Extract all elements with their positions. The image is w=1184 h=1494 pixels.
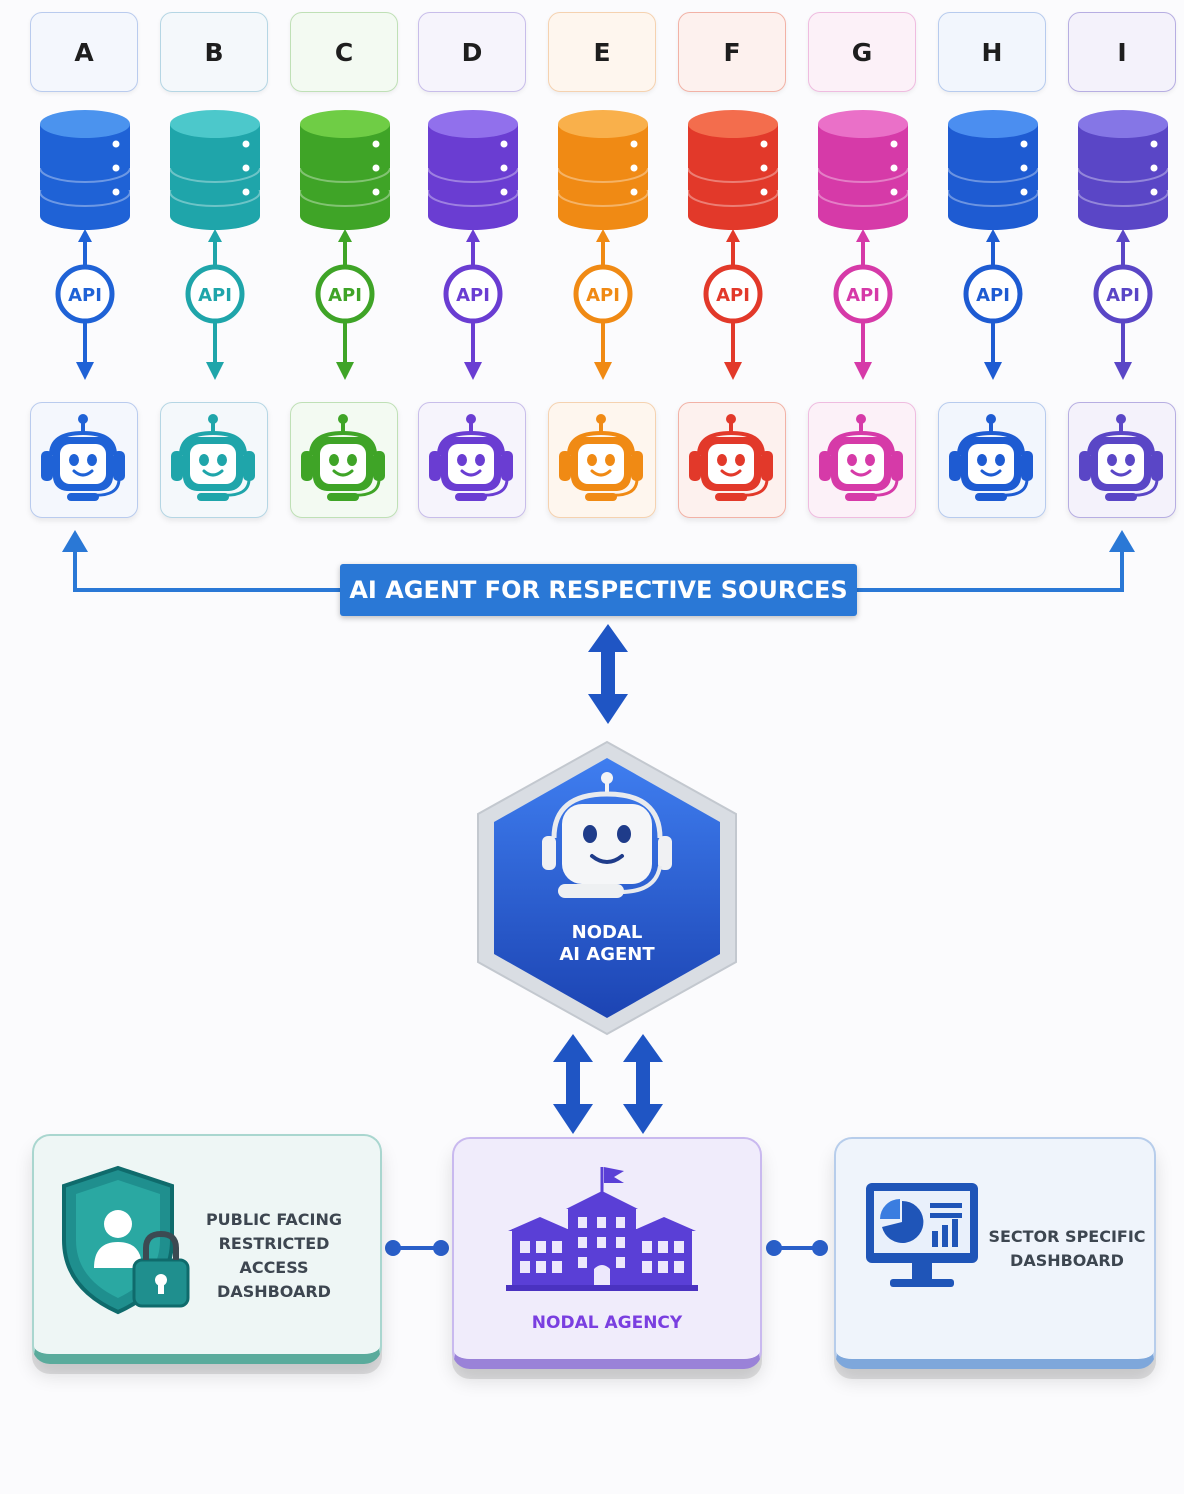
api-badge-icon: API [963,264,1023,324]
monitor-chart-icon [866,1183,978,1287]
api-label: API [976,285,1010,306]
database-api-stack: API [947,110,1039,380]
source-label-a: A [30,12,138,92]
source-column: D API [408,0,538,540]
database-api-stack: API [169,110,261,380]
source-agent-card-a [30,402,138,518]
source-column: G API [798,0,928,540]
robot-headset-icon [542,772,672,898]
database-icon [557,110,649,230]
api-label: API [1106,285,1140,306]
api-label: API [846,285,880,306]
api-badge-icon: API [315,264,375,324]
api-label: API [68,285,102,306]
nodal-ai-agent-line1: NODAL [571,922,643,943]
nodal-agency-label: NODAL AGENCY [531,1313,683,1333]
api-label: API [456,285,490,306]
public-restricted-dashboard-card: PUBLIC FACING RESTRICTED ACCESS DASHBOAR… [32,1134,382,1364]
robot-icon [949,414,1033,501]
database-icon [687,110,779,230]
database-icon [817,110,909,230]
database-api-stack: API [39,110,131,380]
source-agent-card-h [938,402,1046,518]
sector-dashboard-line2: DASHBOARD [1010,1251,1124,1270]
respective-sources-banner: AI AGENT FOR RESPECTIVE SOURCES [340,564,857,616]
public-dashboard-line1: PUBLIC FACING [205,1210,343,1229]
sector-dashboard-card: SECTOR SPECIFIC DASHBOARD [834,1137,1156,1369]
robot-icon [689,414,773,501]
source-label-g: G [808,12,916,92]
robot-icon [171,414,255,501]
source-agent-card-f [678,402,786,518]
source-column: F API [668,0,798,540]
source-column: B API [150,0,280,540]
database-api-stack: API [817,110,909,380]
source-agent-card-e [548,402,656,518]
source-column: A API [20,0,150,540]
robot-icon [41,414,125,501]
source-label-h: H [938,12,1046,92]
database-icon [427,110,519,230]
robot-icon [559,414,643,501]
source-label-e: E [548,12,656,92]
api-badge-icon: API [703,264,763,324]
database-icon [39,110,131,230]
source-label-d: D [418,12,526,92]
right-card-connector [766,1240,828,1256]
source-column: C API [280,0,410,540]
source-label-i: I [1068,12,1176,92]
public-dashboard-line2: RESTRICTED ACCESS [218,1234,330,1277]
nodal-ai-agent-label: NODAL AI AGENT [470,922,744,966]
source-agent-card-c [290,402,398,518]
source-label-c: C [290,12,398,92]
source-label-f: F [678,12,786,92]
robot-icon [301,414,385,501]
hub-to-agency-double-arrow-right [623,1034,663,1134]
public-dashboard-line3: DASHBOARD [217,1282,331,1301]
api-badge-icon: API [55,264,115,324]
source-agent-card-d [418,402,526,518]
sector-dashboard-line1: SECTOR SPECIFIC [988,1227,1146,1246]
database-api-stack: API [427,110,519,380]
source-agent-card-b [160,402,268,518]
source-column: H API [928,0,1058,540]
api-badge-icon: API [1093,264,1153,324]
banner-connector-right [857,540,1124,592]
hub-to-agency-double-arrow-left [553,1034,593,1134]
database-icon [1077,110,1169,230]
source-agent-card-i [1068,402,1176,518]
api-badge-icon: API [443,264,503,324]
api-badge-icon: API [833,264,893,324]
database-api-stack: API [557,110,649,380]
database-icon [947,110,1039,230]
api-label: API [328,285,362,306]
banner-connector-left [73,540,340,592]
api-label: API [198,285,232,306]
source-column: I API [1058,0,1184,540]
nodal-ai-agent-hub: NODAL AI AGENT [470,738,744,1038]
database-icon [169,110,261,230]
api-badge-icon: API [185,264,245,324]
database-api-stack: API [687,110,779,380]
database-api-stack: API [299,110,391,380]
api-badge-icon: API [573,264,633,324]
government-building-icon [506,1167,698,1291]
robot-icon [429,414,513,501]
robot-icon [1079,414,1163,501]
source-column: E API [538,0,668,540]
nodal-agency-card: NODAL AGENCY [452,1137,762,1369]
database-icon [299,110,391,230]
banner-to-hub-double-arrow [588,624,628,724]
api-label: API [586,285,620,306]
shield-lock-icon [62,1165,190,1315]
robot-icon [819,414,903,501]
nodal-ai-agent-line2: AI AGENT [559,944,655,965]
api-label: API [716,285,750,306]
left-card-connector [385,1240,449,1256]
source-agent-card-g [808,402,916,518]
source-label-b: B [160,12,268,92]
database-api-stack: API [1077,110,1169,380]
data-sources-row: A API B API C [0,0,1184,540]
